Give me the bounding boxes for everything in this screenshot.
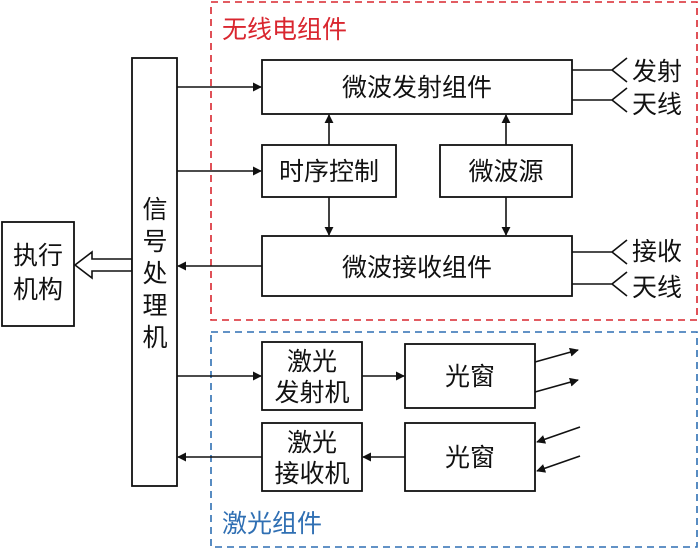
mw-tx-label: 微波发射组件 xyxy=(342,73,492,102)
output-hollow-arrow xyxy=(73,250,133,280)
beam-out-1 xyxy=(534,347,579,363)
laser-group-label: 激光组件 xyxy=(222,509,322,538)
window-tx-label: 光窗 xyxy=(445,362,495,391)
tx-antenna-label-line1: 发射 xyxy=(632,57,682,86)
processor-label-3: 处 xyxy=(142,259,167,288)
wireless-group-label: 无线电组件 xyxy=(222,15,347,44)
actuator-label-line1: 执行 xyxy=(13,241,63,270)
actuator-box xyxy=(1,221,75,327)
tx-antenna-upper xyxy=(572,57,628,83)
rx-antenna-lower xyxy=(572,271,628,297)
actuator-label-line2: 机构 xyxy=(13,275,63,304)
laser-tx-box xyxy=(261,341,363,411)
beam-out-2 xyxy=(534,377,579,393)
rx-antenna-upper xyxy=(572,239,628,265)
tx-antenna-label-line2: 天线 xyxy=(632,90,682,119)
laser-tx-label-line1: 激光 xyxy=(287,347,337,376)
processor-label-2: 号 xyxy=(142,227,167,256)
beam-in-1 xyxy=(536,426,581,444)
timing-label: 时序控制 xyxy=(279,157,379,186)
laser-rx-label-line1: 激光 xyxy=(287,428,337,457)
beam-in-2 xyxy=(536,455,581,473)
wireless-group-border xyxy=(210,1,698,321)
tx-antenna-lower xyxy=(572,87,628,113)
laser-rx-label-line2: 接收机 xyxy=(274,459,349,488)
processor-box xyxy=(131,57,178,487)
processor-label-4: 理 xyxy=(142,291,167,320)
processor-label-5: 机 xyxy=(142,323,167,352)
window-tx-box xyxy=(404,343,536,409)
mw-tx-box xyxy=(261,59,573,115)
mw-source-label: 微波源 xyxy=(468,157,543,186)
window-rx-label: 光窗 xyxy=(445,443,495,472)
processor-label-1: 信 xyxy=(142,195,167,224)
laser-tx-label-line2: 发射机 xyxy=(274,378,349,407)
laser-group-border xyxy=(210,331,698,548)
rx-antenna-label-line2: 天线 xyxy=(632,273,682,302)
mw-rx-label: 微波接收组件 xyxy=(342,253,492,282)
window-rx-box xyxy=(404,422,536,492)
rx-antenna-label-line1: 接收 xyxy=(632,237,682,266)
